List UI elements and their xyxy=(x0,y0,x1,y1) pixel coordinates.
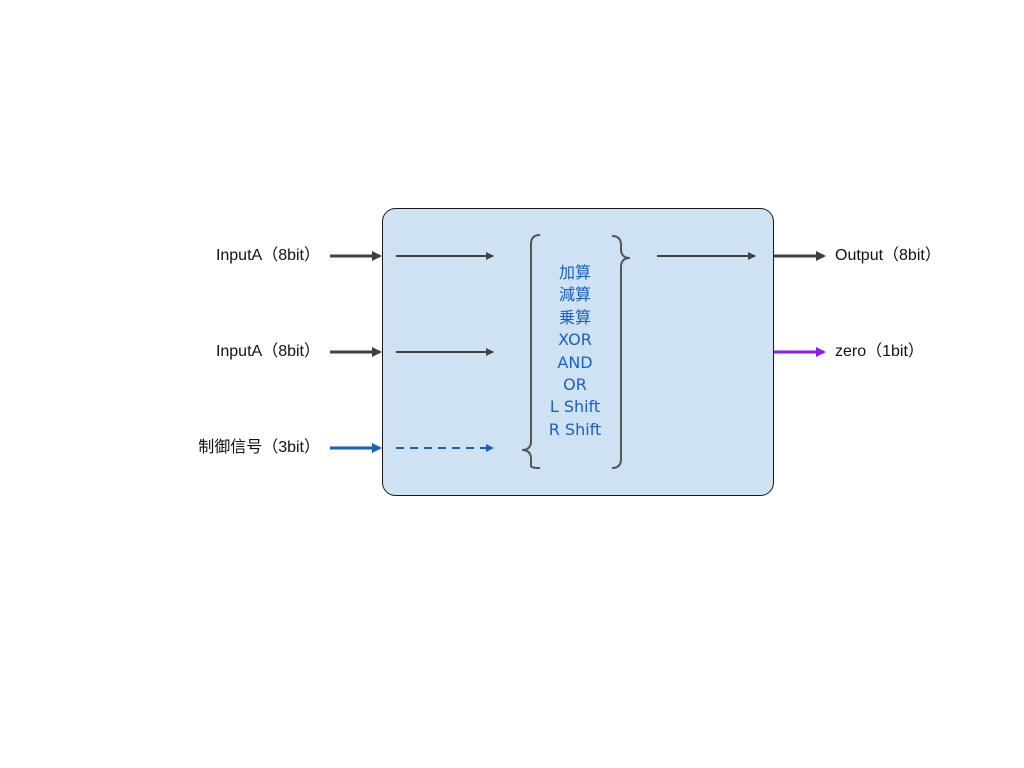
alu-box xyxy=(382,208,774,496)
output-label: Output（8bit） xyxy=(835,247,941,264)
operations-list: 加算 減算 乗算 XOR AND OR L Shift R Shift xyxy=(534,262,616,441)
operation-multiply: 乗算 xyxy=(558,307,591,327)
operation-right-shift: R Shift xyxy=(548,419,602,439)
input-a2-label: InputA（8bit） xyxy=(215,343,320,360)
operation-and: AND xyxy=(557,352,593,372)
left-brace xyxy=(521,234,541,469)
operation-or: OR xyxy=(563,375,587,395)
operation-left-shift: L Shift xyxy=(549,397,601,417)
input-a1-label: InputA（8bit） xyxy=(215,247,320,264)
control-signal-label: 制御信号（3bit） xyxy=(198,439,320,456)
zero-flag-label: zero（1bit） xyxy=(835,343,924,360)
operation-add: 加算 xyxy=(558,263,591,282)
right-brace xyxy=(611,235,631,469)
operation-xor: XOR xyxy=(558,330,592,350)
operation-subtract: 減算 xyxy=(558,285,591,305)
